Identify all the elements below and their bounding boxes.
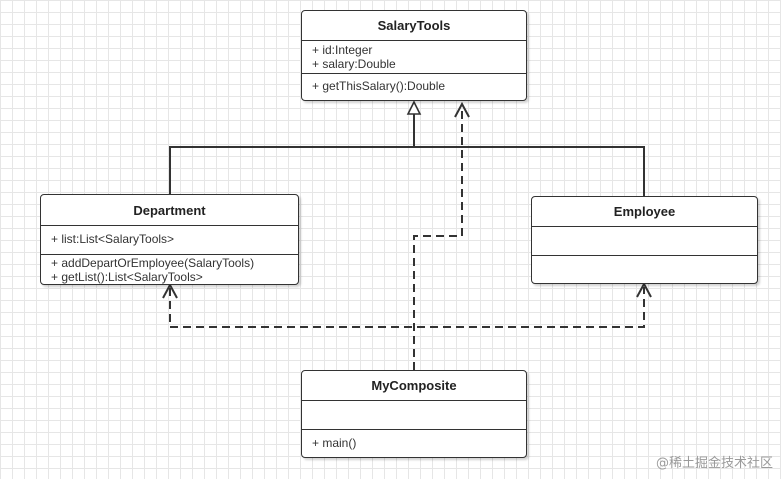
attribute-id: + id:Integer — [312, 43, 373, 57]
method-getthissalary: + getThisSalary():Double — [312, 79, 446, 93]
class-department[interactable]: Department + list:List<SalaryTools> + ad… — [40, 194, 299, 285]
class-salarytools-methods: + getThisSalary():Double — [302, 74, 526, 93]
dependency-arrow-salarytools — [454, 101, 470, 118]
attribute-salary: + salary:Double — [312, 57, 396, 71]
class-employee-name: Employee — [532, 197, 757, 227]
method-adddepartoremployee: + addDepartOrEmployee(SalaryTools) — [51, 256, 255, 270]
dependency-arrow-department — [162, 282, 178, 299]
inheritance-arrow-head — [406, 100, 422, 115]
class-salarytools-attributes: + id:Integer + salary:Double — [302, 41, 526, 74]
class-employee[interactable]: Employee — [531, 196, 758, 284]
watermark-text: @稀土掘金技术社区 — [655, 456, 773, 471]
attribute-list: + list:List<SalaryTools> — [51, 232, 175, 246]
class-mycomposite-attributes — [302, 401, 526, 430]
class-salarytools-name: SalaryTools — [302, 11, 526, 41]
class-mycomposite-methods: + main() — [302, 430, 526, 450]
class-employee-attributes — [532, 227, 757, 256]
dependency-line-salarytools — [413, 106, 463, 370]
inheritance-line-employee — [414, 146, 645, 196]
inheritance-line-department — [169, 146, 414, 194]
method-main: + main() — [312, 436, 357, 450]
method-getlist: + getList():List<SalaryTools> — [51, 270, 203, 284]
class-mycomposite-name: MyComposite — [302, 371, 526, 401]
dependency-line-department-employee — [169, 287, 645, 328]
class-department-methods: + addDepartOrEmployee(SalaryTools) + get… — [41, 255, 298, 284]
class-mycomposite[interactable]: MyComposite + main() — [301, 370, 527, 458]
class-department-name: Department — [41, 195, 298, 226]
class-department-attributes: + list:List<SalaryTools> — [41, 226, 298, 255]
dependency-arrow-employee — [636, 281, 652, 298]
class-salarytools[interactable]: SalaryTools + id:Integer + salary:Double… — [301, 10, 527, 101]
class-employee-methods — [532, 256, 757, 258]
